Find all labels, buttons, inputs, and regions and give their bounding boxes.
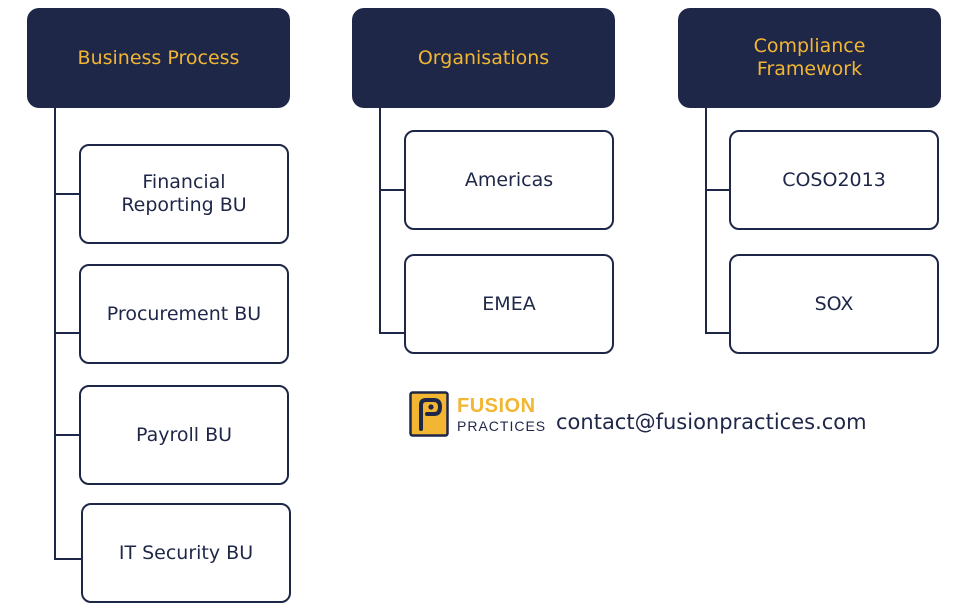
connector-branch: [705, 332, 731, 334]
brand-subtitle: PRACTICES: [457, 418, 547, 434]
connector-branch: [54, 193, 80, 195]
box-label: IT Security BU: [118, 541, 254, 564]
connector-trunk-organisations: [379, 108, 381, 334]
connector-trunk-business-process: [54, 108, 56, 560]
brand-name: FUSION: [457, 395, 536, 417]
header-compliance-framework: Compliance Framework: [678, 8, 941, 108]
box-sox: SOX: [729, 254, 939, 354]
connector-branch: [54, 558, 82, 560]
header-compliance-framework-label: Compliance Framework: [753, 35, 866, 80]
box-coso2013: COSO2013: [729, 130, 939, 230]
box-label: Americas: [464, 168, 554, 191]
connector-branch: [705, 189, 731, 191]
connector-branch: [379, 189, 405, 191]
header-business-process-label: Business Process: [77, 46, 240, 69]
connector-branch: [54, 434, 80, 436]
contact-email[interactable]: contact@fusionpractices.com: [556, 410, 867, 434]
header-organisations: Organisations: [352, 8, 615, 108]
box-financial-reporting-bu: Financial Reporting BU: [79, 144, 289, 244]
box-label: Financial Reporting BU: [121, 171, 247, 216]
box-payroll-bu: Payroll BU: [79, 385, 289, 485]
box-procurement-bu: Procurement BU: [79, 264, 289, 364]
box-emea: EMEA: [404, 254, 614, 354]
fusion-practices-logo-icon: [409, 391, 449, 437]
box-label: Payroll BU: [135, 423, 233, 446]
box-label: COSO2013: [782, 168, 886, 191]
box-it-security-bu: IT Security BU: [81, 503, 291, 603]
box-label: SOX: [814, 292, 854, 315]
box-americas: Americas: [404, 130, 614, 230]
connector-branch: [379, 332, 405, 334]
header-business-process: Business Process: [27, 8, 290, 108]
box-label: EMEA: [482, 292, 536, 315]
connector-branch: [54, 332, 80, 334]
box-label: Procurement BU: [106, 302, 262, 325]
brand: FUSION PRACTICES: [409, 391, 547, 441]
header-organisations-label: Organisations: [417, 46, 550, 69]
connector-trunk-compliance-framework: [705, 108, 707, 334]
